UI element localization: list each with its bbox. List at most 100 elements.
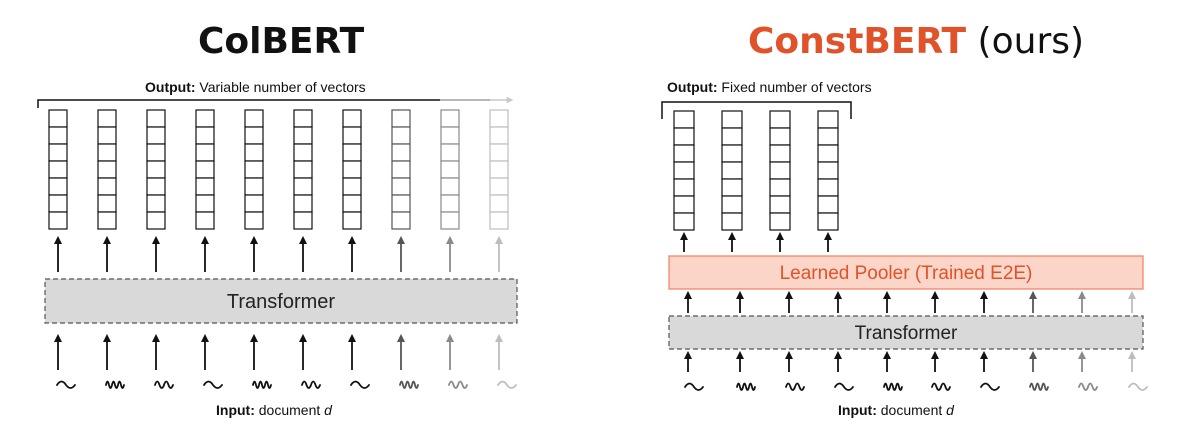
constbert-title-name: ConstBERT bbox=[748, 21, 967, 62]
colbert-output-vector-cell bbox=[342, 109, 362, 128]
colbert-output-vector-cell bbox=[97, 143, 117, 162]
colbert-output-vector-cell bbox=[342, 211, 362, 230]
colbert-output-vector-cell bbox=[489, 160, 509, 179]
constbert-output-vector-cell bbox=[817, 161, 839, 180]
colbert-output-vector-cell bbox=[146, 211, 166, 230]
colbert-output-vector-cell bbox=[489, 194, 509, 213]
constbert-output-label: Output: Fixed number of vectors bbox=[667, 79, 872, 95]
colbert-output-vector-cell bbox=[293, 109, 313, 128]
colbert-output-vector-cell bbox=[342, 126, 362, 145]
constbert-output-vector-cell bbox=[769, 178, 791, 197]
colbert-token-glyph bbox=[154, 380, 174, 389]
colbert-output-vector-cell bbox=[97, 194, 117, 213]
constbert-transformer-box bbox=[668, 315, 1144, 350]
constbert-output-vector-cell bbox=[673, 161, 695, 180]
colbert-output-vector-cell bbox=[391, 109, 411, 128]
colbert-output-vector-cell bbox=[48, 194, 68, 213]
constbert-output-vector-cell bbox=[673, 144, 695, 163]
colbert-output-vector-cell bbox=[146, 143, 166, 162]
colbert-output-vector-cell bbox=[48, 126, 68, 145]
constbert-output-bracket bbox=[661, 101, 852, 119]
colbert-token-glyph bbox=[301, 380, 321, 389]
colbert-output-vector-cell bbox=[146, 126, 166, 145]
colbert-output-vector-cell bbox=[195, 126, 215, 145]
constbert-output-vector-cell bbox=[769, 127, 791, 146]
constbert-output-vector-cell bbox=[769, 144, 791, 163]
colbert-output-vector-cell bbox=[391, 177, 411, 196]
colbert-token-glyph bbox=[399, 380, 419, 389]
constbert-output-vector-cell bbox=[721, 127, 743, 146]
colbert-output-vector-cell bbox=[48, 177, 68, 196]
constbert-output-vector-cell bbox=[817, 144, 839, 163]
colbert-output-vector-cell bbox=[146, 109, 166, 128]
colbert-title: ColBERT bbox=[198, 21, 365, 62]
constbert-output-vector-cell bbox=[769, 110, 791, 129]
colbert-output-vector-cell bbox=[195, 177, 215, 196]
constbert-token-glyph bbox=[1029, 382, 1049, 391]
colbert-output-vector-cell bbox=[293, 143, 313, 162]
constbert-token-glyph bbox=[931, 382, 951, 391]
colbert-output-vector-cell bbox=[97, 211, 117, 230]
constbert-token-glyph bbox=[1078, 382, 1098, 391]
colbert-output-vector-cell bbox=[440, 143, 460, 162]
colbert-output-vector-cell bbox=[489, 109, 509, 128]
colbert-output-vector-cell bbox=[489, 177, 509, 196]
colbert-output-vector-cell bbox=[48, 211, 68, 230]
colbert-output-vector-cell bbox=[97, 126, 117, 145]
colbert-output-vector-cell bbox=[293, 177, 313, 196]
constbert-output-vector-cell bbox=[721, 161, 743, 180]
colbert-output-vector-cell bbox=[489, 143, 509, 162]
colbert-output-vector-cell bbox=[391, 194, 411, 213]
colbert-output-vector-cell bbox=[195, 194, 215, 213]
colbert-output-vector-cell bbox=[391, 160, 411, 179]
constbert-pooler-label: Learned Pooler (Trained E2E) bbox=[780, 263, 1033, 284]
constbert-token-glyph bbox=[785, 382, 805, 391]
colbert-output-vector-cell bbox=[440, 160, 460, 179]
colbert-token-glyph bbox=[105, 380, 125, 389]
constbert-transformer-label: Transformer bbox=[855, 323, 958, 344]
constbert-input-label: Input: document d bbox=[838, 402, 954, 418]
colbert-transformer-box bbox=[44, 278, 518, 324]
colbert-output-vector-cell bbox=[146, 160, 166, 179]
colbert-output-vector-cell bbox=[293, 160, 313, 179]
constbert-output-vector-cell bbox=[817, 110, 839, 129]
colbert-output-vector-cell bbox=[391, 211, 411, 230]
colbert-token-glyph bbox=[252, 380, 272, 389]
constbert-output-vector-cell bbox=[673, 178, 695, 197]
constbert-output-vector-cell bbox=[673, 212, 695, 231]
colbert-output-label: Output: Variable number of vectors bbox=[145, 79, 366, 95]
constbert-output-vector-cell bbox=[721, 178, 743, 197]
colbert-output-vector-cell bbox=[440, 126, 460, 145]
colbert-output-vector-cell bbox=[48, 160, 68, 179]
colbert-token-glyph bbox=[203, 380, 223, 389]
constbert-output-vector-cell bbox=[721, 110, 743, 129]
colbert-token-glyph bbox=[350, 380, 370, 389]
colbert-output-vector-cell bbox=[342, 194, 362, 213]
colbert-output-vector-cell bbox=[440, 177, 460, 196]
colbert-token-glyph bbox=[497, 380, 517, 389]
colbert-output-vector-cell bbox=[48, 109, 68, 128]
constbert-output-vector-cell bbox=[721, 212, 743, 231]
colbert-output-vector-cell bbox=[146, 177, 166, 196]
colbert-output-vector-cell bbox=[342, 143, 362, 162]
colbert-output-vector-cell bbox=[293, 194, 313, 213]
constbert-output-vector-cell bbox=[817, 195, 839, 214]
constbert-output-vector-cell bbox=[817, 127, 839, 146]
colbert-output-vector-cell bbox=[195, 211, 215, 230]
colbert-output-vector-cell bbox=[440, 109, 460, 128]
colbert-output-vector-cell bbox=[97, 160, 117, 179]
constbert-output-vector-cell bbox=[673, 127, 695, 146]
constbert-output-vector-cell bbox=[769, 212, 791, 231]
colbert-output-vector-cell bbox=[489, 211, 509, 230]
constbert-token-glyph bbox=[834, 382, 854, 391]
constbert-output-vector-cell bbox=[673, 110, 695, 129]
constbert-token-glyph bbox=[883, 382, 903, 391]
constbert-output-vector-cell bbox=[769, 161, 791, 180]
constbert-output-vector-cell bbox=[769, 195, 791, 214]
constbert-token-glyph bbox=[736, 382, 756, 391]
colbert-output-vector-cell bbox=[489, 126, 509, 145]
constbert-token-glyph bbox=[980, 382, 1000, 391]
colbert-output-vector-cell bbox=[195, 160, 215, 179]
colbert-output-vector-cell bbox=[195, 109, 215, 128]
